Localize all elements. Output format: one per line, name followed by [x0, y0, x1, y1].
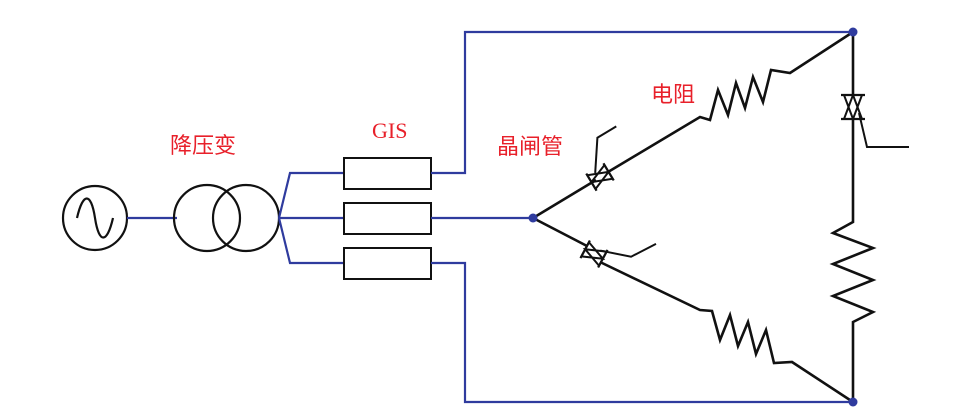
junction-node-center: [528, 213, 538, 223]
ac-source-icon: [61, 184, 129, 252]
junction-node-bottom: [848, 397, 858, 407]
gis-output-wires: [431, 30, 853, 404]
thyristor-icon: [841, 92, 909, 148]
junction-node-top: [848, 27, 858, 37]
transformer-label: 降压变: [170, 134, 237, 159]
thyristor-icon: [579, 239, 657, 269]
gis-label: GIS: [372, 118, 408, 143]
transformer-icon: [172, 183, 281, 253]
gis-box-middle: [343, 202, 432, 235]
thyristor-label: 晶闸管: [497, 135, 564, 160]
gis-box-bottom: [343, 247, 432, 280]
gis-box-top: [343, 157, 432, 190]
resistor-label: 电阻: [651, 83, 696, 108]
transformer-gis-wires: [277, 171, 344, 265]
thyristor-icon: [585, 125, 617, 192]
gis-box-group: [343, 157, 432, 280]
delta-branches: [532, 30, 877, 404]
